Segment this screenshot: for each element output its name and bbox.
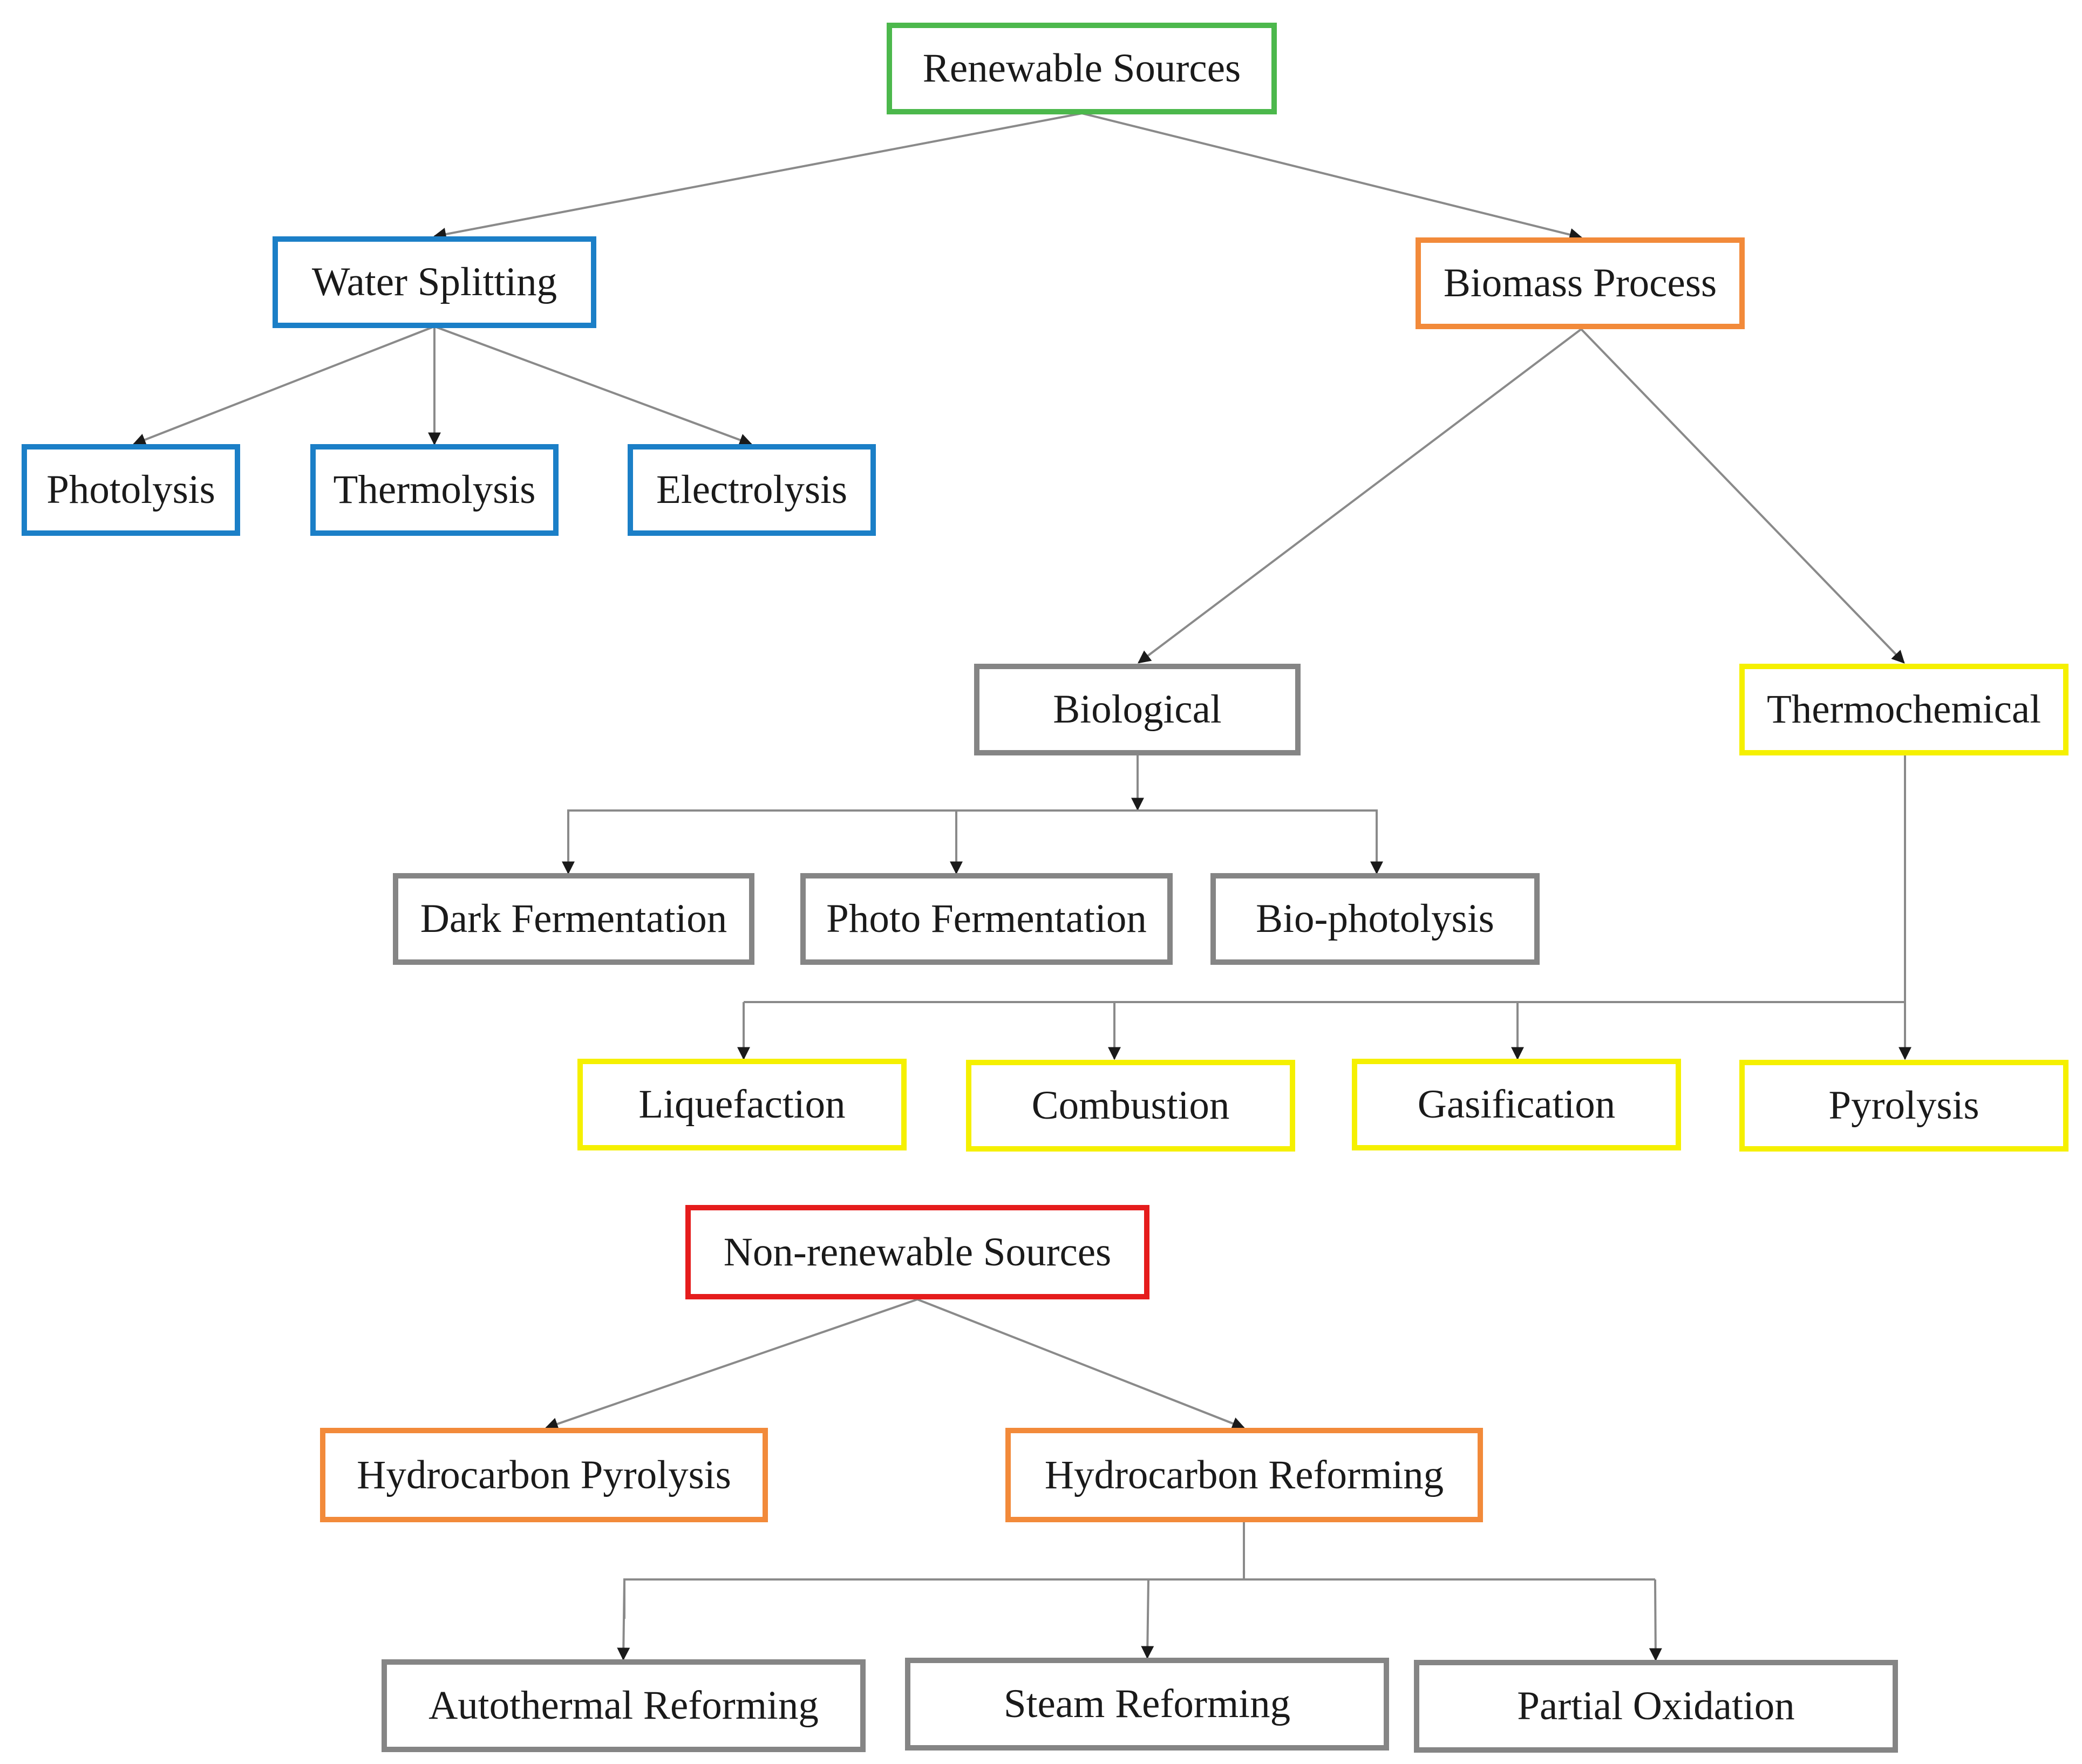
edge-renewable-water-splitting [433, 112, 1083, 241]
edge-reforming-autothermal [617, 1579, 630, 1661]
edge-biological-bus [567, 809, 1378, 871]
edge-renewable-biomass [1081, 112, 1583, 241]
water-splitting-node: Water Splitting [273, 236, 596, 328]
photolysis-node: Photolysis [22, 444, 240, 536]
hydrocarbon-reforming-node: Hydrocarbon Reforming [1005, 1428, 1483, 1522]
edge-water-electrolysis [434, 325, 753, 446]
thermochemical-node: Thermochemical [1739, 664, 2069, 755]
liquefaction-node: Liquefaction [577, 1059, 907, 1150]
renewable-sources-node: Renewable Sources [887, 23, 1277, 114]
edge-biomass-thermochemical [1580, 328, 1905, 664]
bio-photolysis-node: Bio-photolysis [1210, 873, 1540, 965]
combustion-node: Combustion [966, 1060, 1295, 1152]
autothermal-reforming-node: Autothermal Reforming [382, 1659, 866, 1752]
electrolysis-node: Electrolysis [628, 444, 876, 536]
biological-node: Biological [974, 664, 1301, 755]
edge-nonrenewable-reforming [917, 1298, 1246, 1430]
dark-fermentation-node: Dark Fermentation [393, 873, 754, 965]
steam-reforming-node: Steam Reforming [905, 1658, 1389, 1751]
partial-oxidation-node: Partial Oxidation [1414, 1660, 1898, 1753]
pyrolysis-node: Pyrolysis [1739, 1060, 2069, 1152]
photo-fermentation-node: Photo Fermentation [800, 873, 1173, 965]
edge-reforming-steam [1141, 1579, 1154, 1659]
edge-water-photolysis [132, 325, 435, 446]
edge-reforming-bus [623, 1522, 1245, 1619]
gasification-node: Gasification [1352, 1059, 1681, 1150]
edge-biomass-biological [1138, 328, 1582, 664]
biomass-process-node: Biomass Process [1416, 237, 1745, 329]
hydrocarbon-pyrolysis-node: Hydrocarbon Pyrolysis [320, 1428, 768, 1522]
edge-nonrenewable-pyrolysis [545, 1298, 918, 1431]
non-renewable-sources-node: Non-renewable Sources [685, 1205, 1149, 1299]
thermolysis-node: Thermolysis [310, 444, 559, 536]
edge-reforming-partial [1649, 1579, 1662, 1661]
